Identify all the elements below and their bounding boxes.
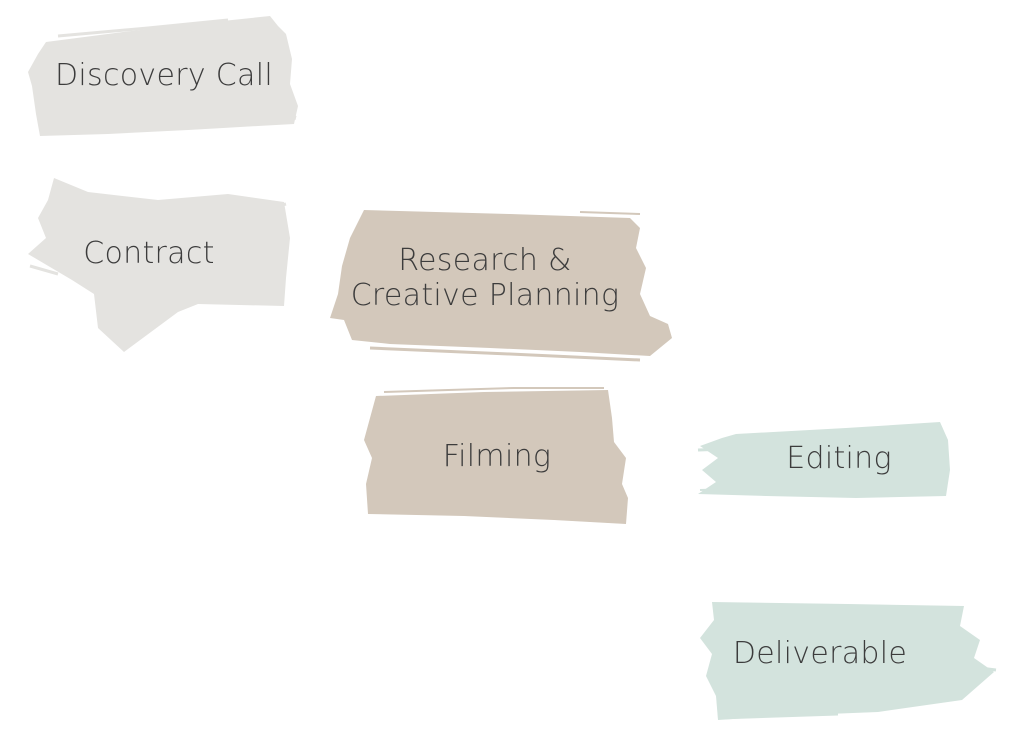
step-label: Deliverable <box>732 636 908 672</box>
step-filming: Filming <box>364 387 630 526</box>
step-discovery-call: Discovery Call <box>28 14 300 138</box>
step-editing: Editing <box>696 420 952 502</box>
step-label: Discovery Call <box>55 58 273 94</box>
brush-stroke-contract <box>28 178 290 352</box>
step-label: Research & Creative Planning <box>350 242 620 313</box>
step-label: Filming <box>442 439 552 475</box>
brush-stroke-filming <box>364 387 628 524</box>
brush-stroke-discovery-call <box>28 16 298 136</box>
step-contract: Contract <box>28 178 290 356</box>
step-label: Contract <box>83 236 215 272</box>
brush-stroke-deliverable <box>700 602 997 720</box>
step-label: Editing <box>786 441 892 477</box>
step-research-creative-planning: Research & Creative Planning <box>330 208 672 364</box>
brush-stroke-editing <box>697 422 950 498</box>
brush-stroke-research <box>330 210 672 362</box>
step-deliverable: Deliverable <box>698 600 998 722</box>
